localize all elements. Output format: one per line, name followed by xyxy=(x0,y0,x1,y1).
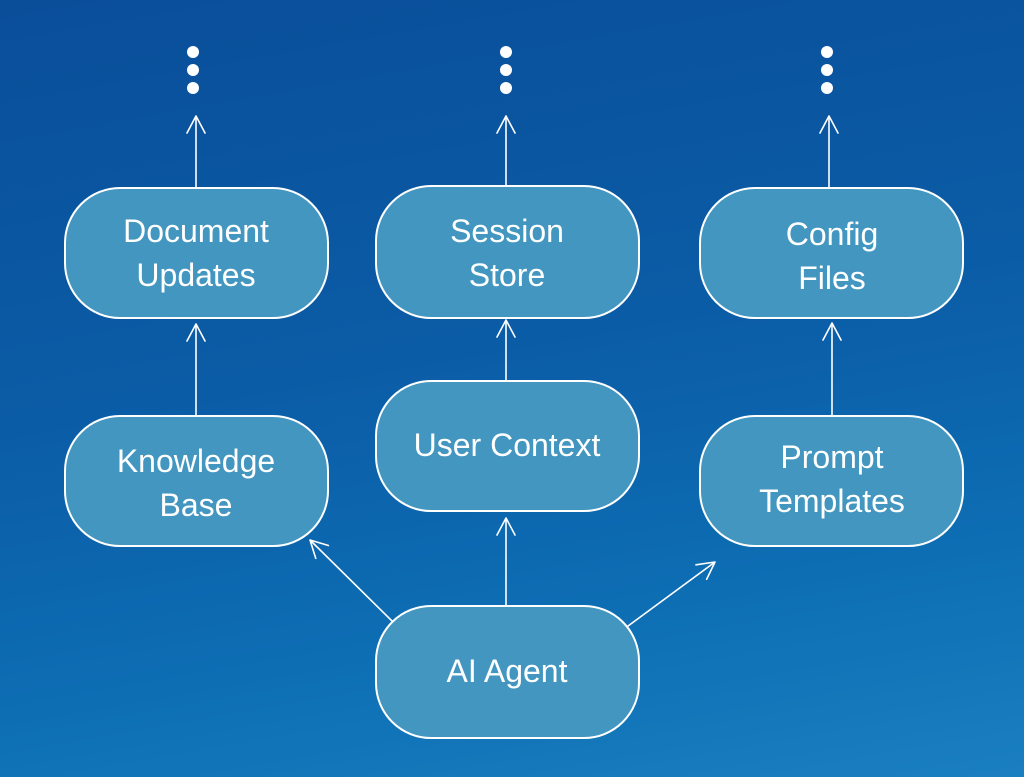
continuation-dots xyxy=(821,46,833,94)
nodes-layer: Document Updates Session Store Config Fi… xyxy=(64,185,964,739)
node-user-context[interactable]: User Context xyxy=(375,380,640,512)
node-document-updates[interactable]: Document Updates xyxy=(64,187,329,319)
edges-layer xyxy=(186,115,842,630)
node-knowledge-base[interactable]: Knowledge Base xyxy=(64,415,329,547)
node-label-line: Document xyxy=(123,213,269,249)
node-label-line: Prompt xyxy=(780,439,883,475)
edge-ai-agent-to-prompt-templates xyxy=(623,561,716,630)
node-label-line: Files xyxy=(798,260,866,296)
node-label-line: Config xyxy=(786,216,879,252)
continuation-dots xyxy=(500,46,512,94)
node-prompt-templates[interactable]: Prompt Templates xyxy=(699,415,964,547)
node-label-line: Updates xyxy=(136,257,255,293)
edge-ai-agent-to-knowledge-base xyxy=(309,539,393,622)
node-label-line: Store xyxy=(469,257,545,293)
node-session-store[interactable]: Session Store xyxy=(375,185,640,319)
node-label-line: Session xyxy=(450,213,564,249)
node-label-line: Templates xyxy=(759,483,905,519)
node-config-files[interactable]: Config Files xyxy=(699,187,964,319)
node-label-line: Base xyxy=(160,487,233,523)
continuation-dots xyxy=(187,46,199,94)
node-label-line: AI Agent xyxy=(447,653,568,689)
node-label-line: Knowledge xyxy=(117,443,275,479)
node-label-line: User Context xyxy=(414,427,601,463)
node-ai-agent[interactable]: AI Agent xyxy=(375,605,640,739)
